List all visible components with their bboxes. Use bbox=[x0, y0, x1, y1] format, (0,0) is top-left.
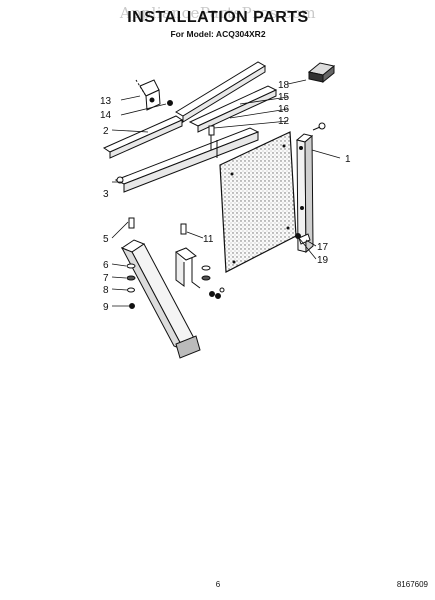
part-16-mid-rail bbox=[188, 85, 278, 133]
callout-7: 7 bbox=[103, 273, 109, 284]
callout-2: 2 bbox=[103, 126, 109, 137]
callout-3: 3 bbox=[103, 189, 109, 200]
callout-14: 14 bbox=[100, 110, 112, 121]
document-number: 8167609 bbox=[396, 580, 428, 589]
model-subtitle: For Model: ACQ304XR2 bbox=[170, 29, 266, 39]
callout-16: 16 bbox=[278, 104, 290, 115]
callout-15: 15 bbox=[278, 92, 290, 103]
part-5-9-support-leg bbox=[120, 217, 201, 359]
callout-1: 1 bbox=[345, 154, 351, 165]
part-1-side-channel bbox=[295, 122, 326, 254]
part-12-screw bbox=[208, 125, 218, 158]
callout-6: 6 bbox=[103, 260, 109, 271]
callout-13: 13 bbox=[100, 96, 112, 107]
leader-lines bbox=[111, 79, 341, 307]
part-3-bottom-rail bbox=[114, 127, 260, 193]
page-number: 6 bbox=[215, 580, 221, 589]
callout-5: 5 bbox=[103, 234, 109, 245]
part-2-short-rail bbox=[102, 115, 184, 159]
part-15-top-rail bbox=[175, 61, 266, 123]
page-title: INSTALLATION PARTS bbox=[127, 9, 309, 26]
part-12-insulation-panel bbox=[219, 131, 297, 273]
callout-18: 18 bbox=[278, 80, 290, 91]
callout-11: 11 bbox=[203, 234, 214, 245]
callout-17: 17 bbox=[317, 242, 329, 253]
callout-9: 9 bbox=[103, 302, 109, 313]
callout-19: 19 bbox=[317, 255, 329, 266]
watermark: AppliancePartsPros.com bbox=[119, 4, 317, 22]
callout-8: 8 bbox=[103, 285, 109, 296]
callout-12: 12 bbox=[278, 116, 290, 127]
part-13-bracket bbox=[135, 79, 173, 111]
part-18-foam-block bbox=[307, 62, 336, 84]
part-11-u-bracket bbox=[175, 223, 225, 299]
